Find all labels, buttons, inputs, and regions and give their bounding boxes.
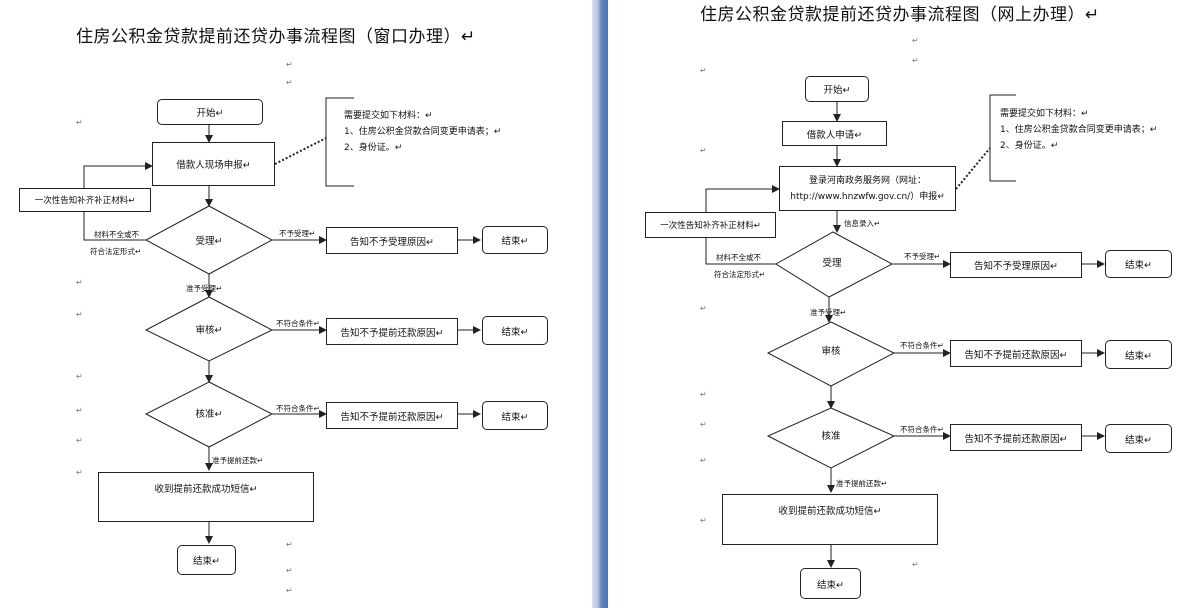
right-not-approved-node-2: 告知不予提前还款原因↵ bbox=[950, 424, 1082, 451]
paragraph-mark: ↵ bbox=[700, 390, 707, 399]
paragraph-mark: ↵ bbox=[700, 420, 707, 429]
right-label-not-meet-2: 不符合条件↵ bbox=[900, 425, 944, 434]
paragraph-mark: ↵ bbox=[76, 118, 83, 127]
right-label-info-entry: 信息录入↵ bbox=[844, 219, 881, 228]
paragraph-mark: ↵ bbox=[700, 456, 707, 465]
paragraph-mark: ↵ bbox=[286, 60, 293, 69]
left-not-approved-node-1: 告知不予提前还款原因↵ bbox=[326, 318, 458, 345]
paragraph-mark: ↵ bbox=[700, 304, 707, 313]
paragraph-mark: ↵ bbox=[912, 56, 919, 65]
right-login-line-2: http://www.hnzwfw.gov.cn/）申报↵ bbox=[790, 191, 945, 202]
right-label-allow-repay: 准予提前还款↵ bbox=[836, 479, 888, 488]
left-label-accept: 准予受理↵ bbox=[186, 284, 223, 293]
right-end-node-1: 结束↵ bbox=[1105, 250, 1172, 278]
left-label-incomplete-1: 材料不全或不 bbox=[94, 230, 139, 239]
right-login-node: 登录河南政务服务网（网址： http://www.hnzwfw.gov.cn/）… bbox=[779, 166, 956, 211]
paragraph-mark: ↵ bbox=[700, 516, 707, 525]
right-label-incomplete-2: 符合法定形式↵ bbox=[714, 270, 766, 279]
right-label-not-accept: 不予受理↵ bbox=[904, 252, 941, 261]
right-not-accepted-node: 告知不予受理原因↵ bbox=[950, 252, 1082, 278]
left-end-node-final: 结束↵ bbox=[177, 545, 236, 575]
right-materials-note: 需要提交如下材料：↵ 1、住房公积金贷款合同变更申请表；↵ 2、身份证。↵ bbox=[1000, 106, 1157, 154]
right-materials-item-1: 1、住房公积金贷款合同变更申请表；↵ bbox=[1000, 125, 1158, 135]
right-end-node-3: 结束↵ bbox=[1105, 424, 1172, 453]
right-connectors bbox=[705, 94, 1105, 568]
right-title: 住房公积金贷款提前还贷办事流程图（网上办理）↵ bbox=[700, 5, 1100, 25]
right-end-node-final: 结束↵ bbox=[800, 568, 861, 599]
paragraph-mark: ↵ bbox=[286, 566, 293, 575]
right-apply-node: 借款人申请↵ bbox=[782, 121, 887, 146]
right-supplement-node: 一次性告知补齐补正材料↵ bbox=[645, 212, 776, 238]
right-start-node: 开始↵ bbox=[805, 76, 869, 102]
left-label-allow-repay: 准予提前还款↵ bbox=[212, 456, 264, 465]
left-materials-note: 需要提交如下材料：↵ 1、住房公积金贷款合同变更申请表；↵ 2、身份证。↵ bbox=[344, 108, 501, 156]
left-end-node-2: 结束↵ bbox=[482, 316, 548, 345]
paragraph-mark: ↵ bbox=[700, 66, 707, 75]
left-end-node-1: 结束↵ bbox=[482, 226, 548, 254]
paragraph-mark: ↵ bbox=[76, 468, 83, 477]
paragraph-mark: ↵ bbox=[700, 146, 707, 155]
right-sms-node: 收到提前还款成功短信↵ bbox=[722, 494, 938, 545]
right-label-accept: 准予受理↵ bbox=[810, 308, 847, 317]
left-review-decision: 审核↵ bbox=[195, 325, 223, 336]
right-review-decision: 审核 bbox=[821, 346, 841, 357]
left-supplement-node: 一次性告知补齐补正材料↵ bbox=[19, 188, 151, 212]
paragraph-mark: ↵ bbox=[76, 436, 83, 445]
paragraph-mark: ↵ bbox=[286, 540, 293, 549]
left-not-accepted-node: 告知不予受理原因↵ bbox=[326, 227, 458, 254]
paragraph-mark: ↵ bbox=[286, 78, 293, 87]
right-not-approved-node-1: 告知不予提前还款原因↵ bbox=[950, 340, 1082, 367]
left-apply-node: 借款人现场申报↵ bbox=[152, 142, 275, 186]
right-label-incomplete-1: 材料不全或不 bbox=[716, 253, 761, 262]
paragraph-mark: ↵ bbox=[76, 278, 83, 287]
left-label-not-meet-1: 不符合条件↵ bbox=[276, 319, 320, 328]
paragraph-mark: ↵ bbox=[912, 36, 919, 45]
left-end-node-3: 结束↵ bbox=[482, 401, 548, 430]
paragraph-mark: ↵ bbox=[286, 586, 293, 595]
right-materials-item-2: 2、身份证。↵ bbox=[1000, 141, 1059, 151]
right-label-not-meet-1: 不符合条件↵ bbox=[900, 341, 944, 350]
right-accept-decision: 受理 bbox=[822, 258, 842, 269]
right-login-line-1: 登录河南政务服务网（网址： bbox=[808, 175, 926, 186]
left-label-not-meet-2: 不符合条件↵ bbox=[276, 404, 320, 413]
left-page: 住房公积金贷款提前还贷办事流程图（窗口办理）↵ 开始↵ 借款人现场申报↵ 一次性… bbox=[0, 0, 592, 608]
left-label-incomplete-2: 符合法定形式↵ bbox=[90, 247, 142, 256]
left-materials-item-2: 2、身份证。↵ bbox=[344, 143, 403, 153]
paragraph-mark: ↵ bbox=[76, 372, 83, 381]
right-approve-decision: 核准 bbox=[821, 431, 841, 442]
left-label-not-accept: 不予受理↵ bbox=[279, 229, 316, 238]
right-page: 住房公积金贷款提前还贷办事流程图（网上办理）↵ 开始↵ 借款人申请↵ 登录河南政… bbox=[608, 0, 1200, 608]
left-accept-decision: 受理↵ bbox=[195, 236, 223, 247]
left-sms-node: 收到提前还款成功短信↵ bbox=[98, 472, 314, 522]
left-connectors bbox=[83, 97, 481, 544]
left-materials-head: 需要提交如下材料：↵ bbox=[344, 111, 433, 121]
left-title: 住房公积金贷款提前还贷办事流程图（窗口办理）↵ bbox=[76, 27, 476, 47]
left-approve-decision: 核准↵ bbox=[195, 409, 223, 420]
paragraph-mark: ↵ bbox=[76, 310, 83, 319]
page-divider bbox=[592, 0, 608, 608]
left-not-approved-node-2: 告知不予提前还款原因↵ bbox=[326, 402, 458, 429]
left-start-node: 开始↵ bbox=[157, 99, 263, 125]
left-materials-item-1: 1、住房公积金贷款合同变更申请表；↵ bbox=[344, 127, 502, 137]
right-end-node-2: 结束↵ bbox=[1105, 340, 1172, 369]
paragraph-mark: ↵ bbox=[76, 406, 83, 415]
right-materials-head: 需要提交如下材料：↵ bbox=[1000, 109, 1089, 119]
paragraph-mark: ↵ bbox=[912, 560, 919, 569]
